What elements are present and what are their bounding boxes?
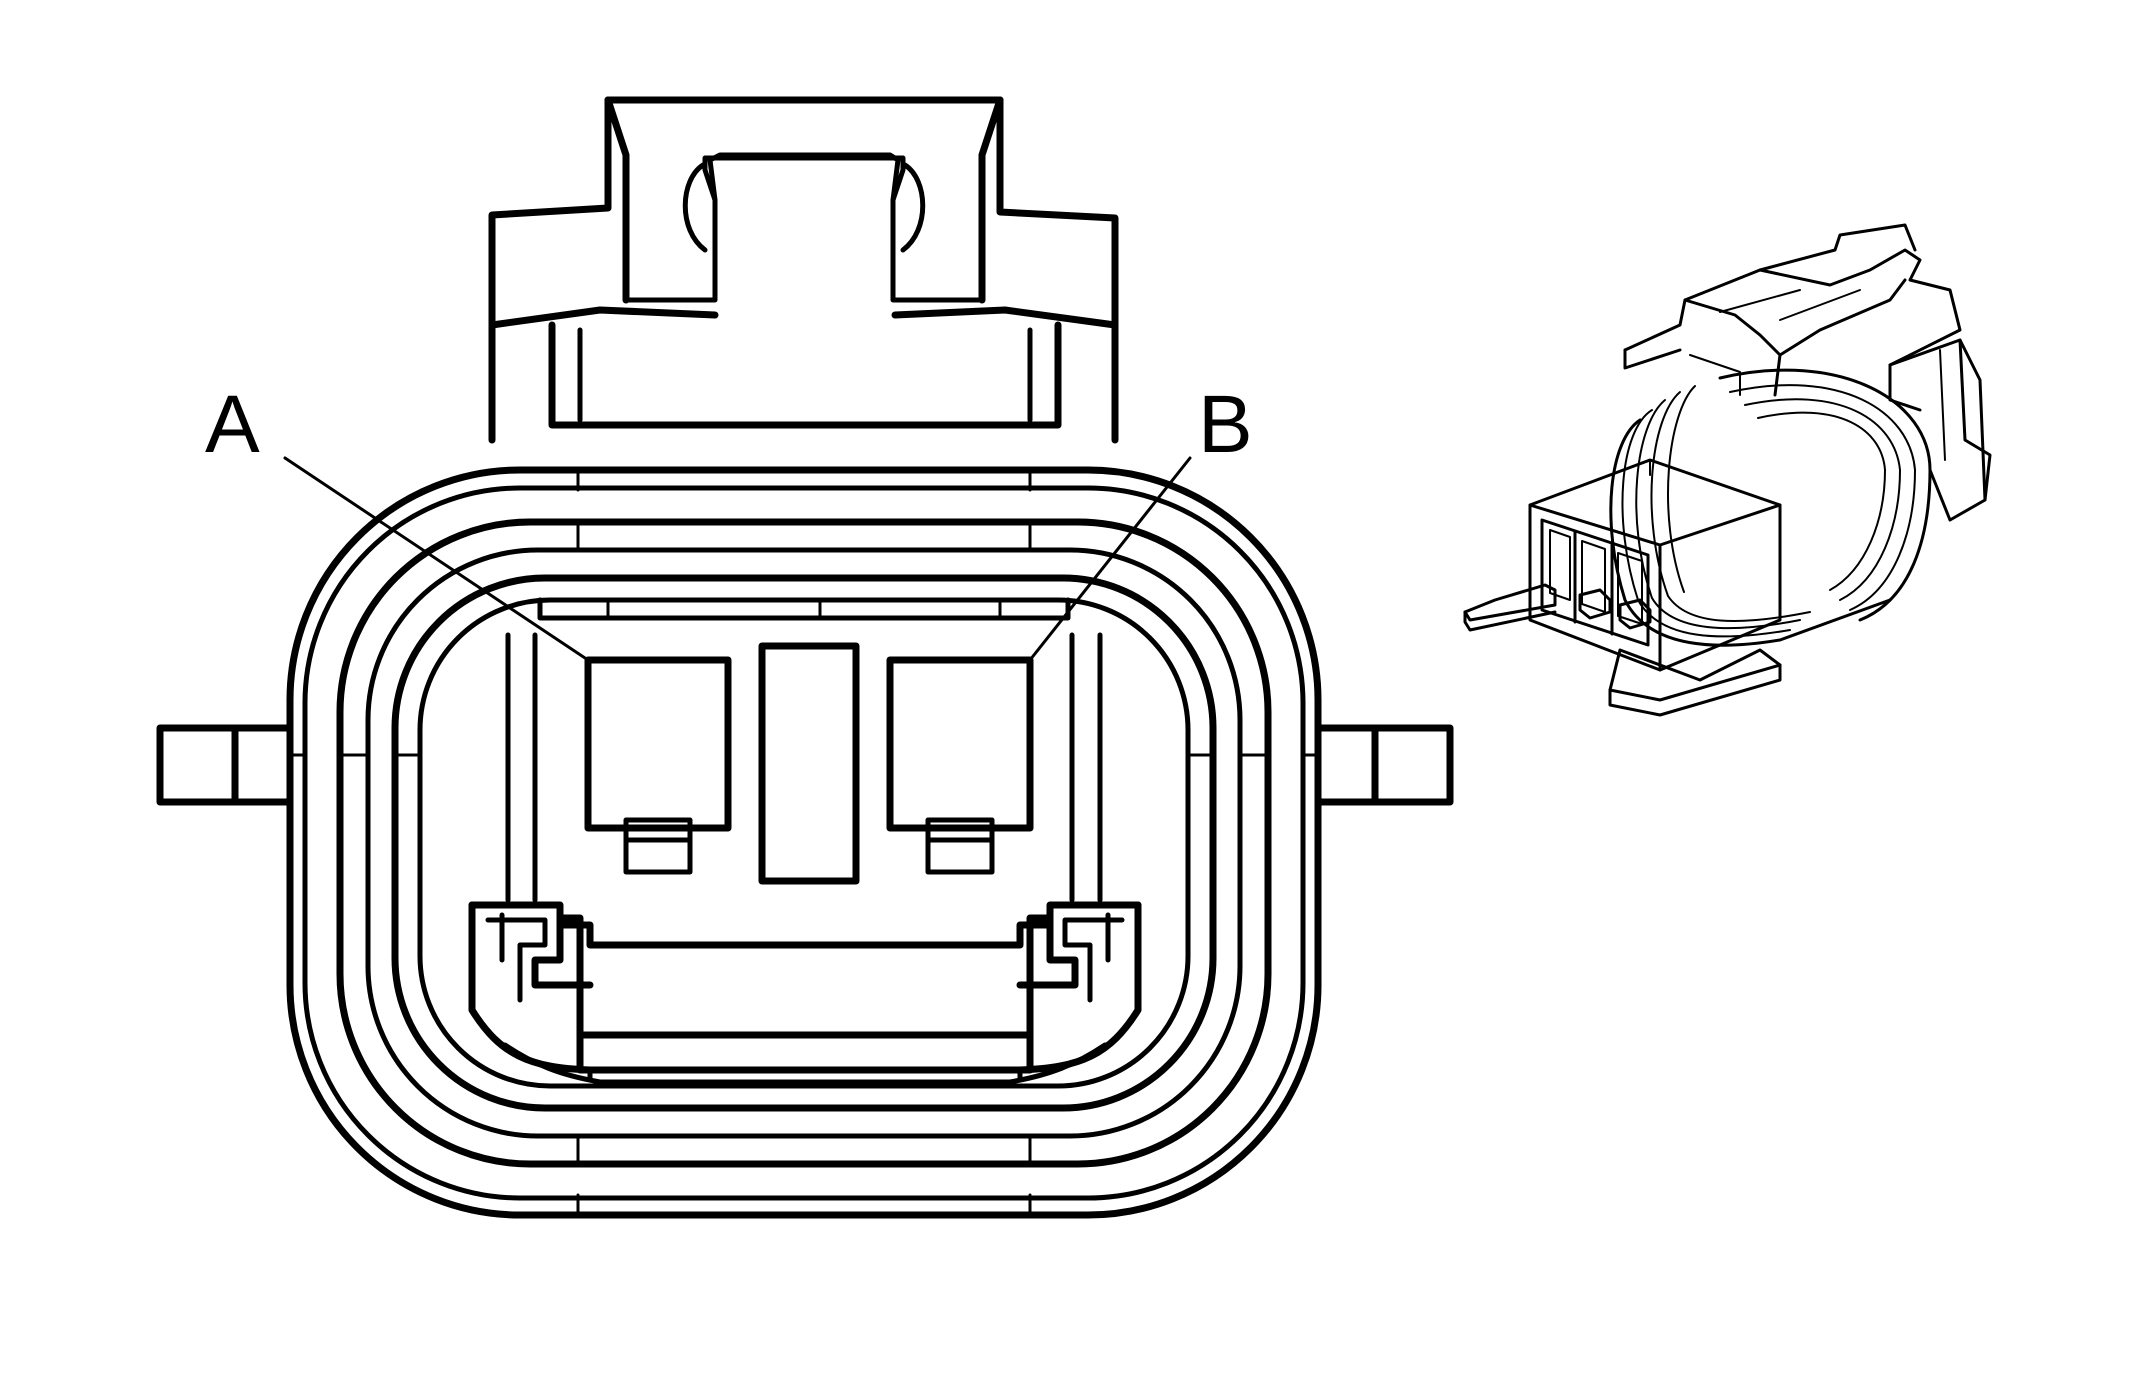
connector-iso-view — [1463, 223, 1992, 717]
lower-lock-bar — [468, 901, 1142, 1085]
left-side-tab — [156, 724, 294, 806]
pin-label-a: A — [205, 379, 260, 470]
seal-rings — [286, 466, 1322, 1219]
pin-label-a-group: A — [205, 379, 590, 662]
pin-label-b: B — [1198, 379, 1253, 470]
terminal-cavity-b — [886, 656, 1034, 875]
connector-face-view: A B — [156, 96, 1454, 1219]
top-latch — [488, 96, 1119, 444]
inner-cavity — [505, 597, 1103, 903]
pin-label-b-group: B — [1028, 379, 1253, 662]
center-key — [758, 642, 860, 885]
terminal-cavity-a — [584, 656, 732, 875]
right-side-tab — [1314, 724, 1454, 806]
